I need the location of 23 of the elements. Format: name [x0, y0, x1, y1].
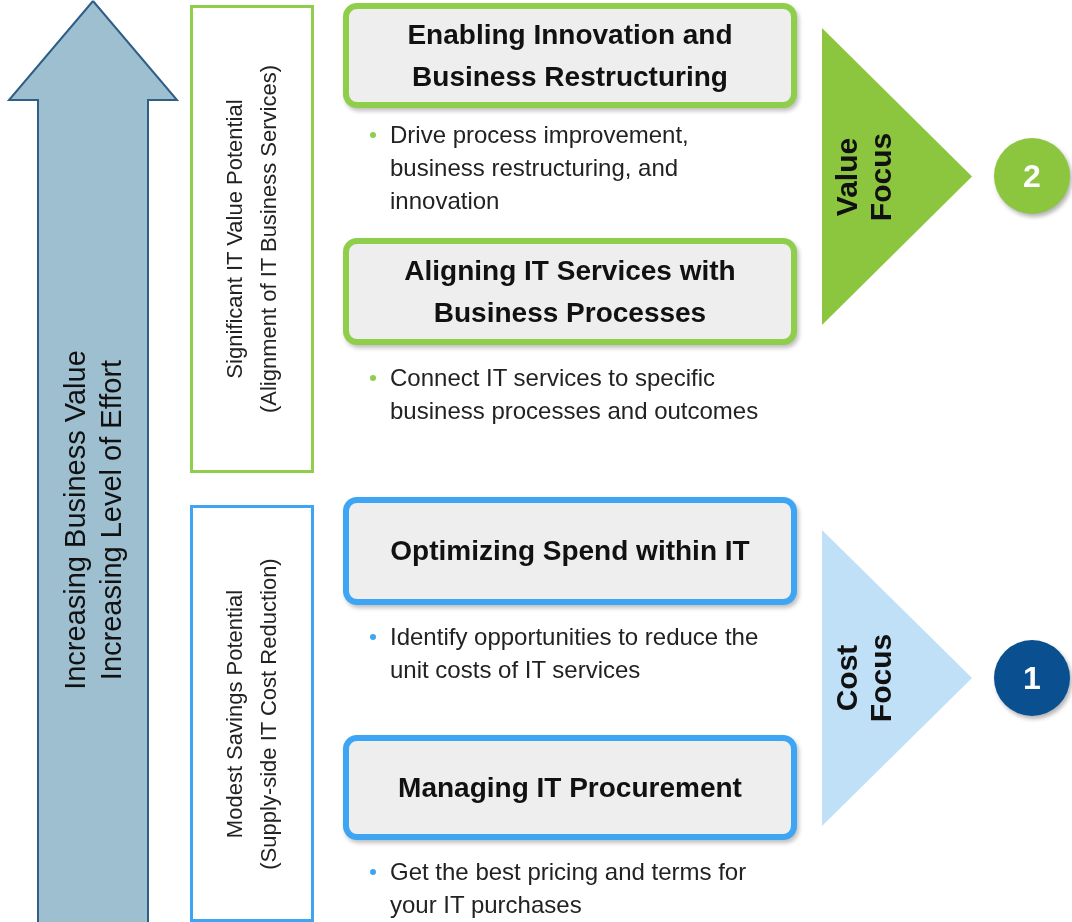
bullet-text: Drive process improvement, business restructuring, and innovation: [390, 121, 689, 214]
number-badge: 1: [994, 640, 1070, 716]
process-box: Managing IT Procurement: [343, 735, 797, 840]
focus-label: Value Focus: [830, 131, 898, 223]
axis-label: Increasing Business Value: [58, 349, 92, 692]
process-box: Enabling Innovation and Business Restructuring: [343, 3, 797, 108]
focus-triangle: [822, 530, 972, 826]
focus-label: Cost Focus: [830, 632, 898, 725]
bullet-text: Connect IT services to specific business processes and outcomes: [390, 364, 759, 424]
up-arrow: [8, 0, 178, 922]
bullet-text: Get the best pricing and terms for your IT purchases: [390, 858, 747, 918]
panel-label: Significant IT Value Potential: [221, 98, 248, 381]
bullet-text: Identify opportunities to reduce the unit costs of IT services: [390, 623, 759, 683]
panel-label: (Alignment of IT Business Services): [255, 63, 282, 416]
panel-label: (Supply-side IT Cost Reduction): [255, 556, 282, 872]
panel-label: Modest Savings Potential: [221, 588, 248, 840]
focus-triangle: [822, 28, 972, 325]
category-panel: [190, 505, 314, 922]
process-box: Aligning IT Services with Business Processes: [343, 238, 797, 345]
axis-label: Increasing Level of Effort: [94, 358, 128, 683]
number-badge: 2: [994, 138, 1070, 214]
process-box: Optimizing Spend within IT: [343, 497, 797, 605]
category-panel: [190, 5, 314, 473]
